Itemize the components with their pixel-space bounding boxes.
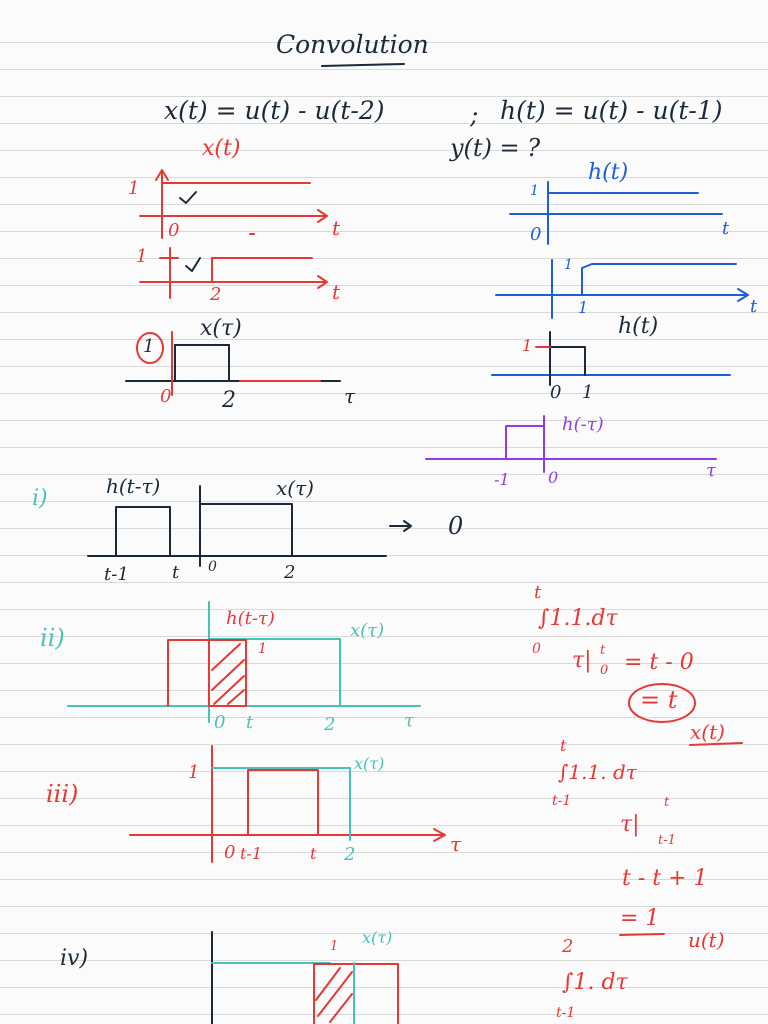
case-ii-int-lower: 0 — [532, 641, 541, 657]
h-step1-t: t — [722, 218, 730, 239]
case-ii-eval-tau: τ| — [572, 648, 592, 673]
h-pulse-mark: 1 — [582, 382, 594, 403]
x-tau-axis-label: τ — [344, 384, 356, 408]
case-ii-plot — [67, 601, 743, 746]
x-tau-two: 2 — [222, 388, 236, 413]
title-underline — [321, 63, 405, 67]
h-pulse-plot — [491, 331, 731, 386]
x-tau-pulse — [125, 344, 341, 382]
case-iv-int-lower: t-1 — [556, 1005, 576, 1021]
h-step1-plot — [509, 181, 723, 245]
x-definition: x(t) = u(t) - u(t-2) — [164, 96, 385, 125]
case-iii-tau: τ — [450, 832, 462, 856]
x-tau-zero: 0 — [160, 386, 172, 407]
case-i-t: t — [172, 562, 180, 583]
page-title: Convolution — [276, 30, 429, 59]
case-ii-one: 1 — [258, 641, 267, 657]
case-iii-int-body: ∫1.1. dτ — [558, 760, 637, 784]
h-pulse-zero: 0 — [550, 382, 562, 403]
case-ii-zero: 0 — [214, 712, 226, 733]
case-iii-t: t — [310, 844, 317, 863]
case-iii-t-minus-1: t-1 — [240, 844, 263, 863]
case-iii-eval-tau: τ| — [620, 812, 640, 837]
h-definition: h(t) = u(t) - u(t-1) — [500, 96, 723, 125]
case-ii-eval-rest: = t - 0 — [624, 650, 694, 675]
case-ii-tau: τ — [404, 710, 414, 731]
x-step2-one: 1 — [136, 246, 148, 267]
h-flip-label: h(-τ) — [562, 414, 604, 435]
case-iii-eval-upper: t — [664, 795, 670, 810]
x-step2-two: 2 — [210, 284, 222, 305]
x-step2-plot — [139, 247, 328, 299]
case-ii-side-note: x(t) — [690, 720, 725, 744]
h-flipped-plot — [425, 415, 717, 473]
x-step1-plot — [139, 169, 328, 239]
h-step1-one: 1 — [530, 183, 539, 199]
case-ii-t: t — [246, 712, 254, 733]
h-step2-one: 1 — [564, 257, 573, 273]
case-ii-result: = t — [640, 686, 678, 714]
case-iv-plot — [211, 931, 399, 1024]
case-iii-zero: 0 — [224, 842, 236, 863]
case-ii-x-label: x(τ) — [350, 620, 385, 641]
x-step2-t: t — [332, 280, 341, 304]
case-i-two: 2 — [284, 562, 296, 583]
h-step1-zero: 0 — [530, 224, 542, 245]
case-i-h-label: h(t-τ) — [106, 474, 161, 498]
h-step2-plot — [495, 259, 749, 319]
case-ii-eval-upper: t — [600, 643, 606, 658]
case-iii-two: 2 — [344, 844, 356, 865]
semicolon: ; — [470, 100, 479, 129]
h-flip-tau: τ — [706, 460, 716, 481]
y-question: y(t) = ? — [450, 134, 541, 162]
case-iii-result: = 1 — [620, 906, 660, 931]
h-step2-t: t — [750, 296, 758, 317]
h-flip-minus-one: -1 — [494, 470, 510, 489]
h-step2-mark: 1 — [578, 298, 589, 317]
h-pulse-one: 1 — [522, 336, 533, 355]
x-step1-t: t — [332, 216, 341, 240]
x-step1-zero: 0 — [168, 220, 180, 241]
case-ii-int-upper: t — [534, 582, 542, 603]
case-iv-tag: iv) — [60, 946, 89, 971]
case-iii-int-upper: t — [560, 736, 567, 755]
x-tau-one: 1 — [143, 336, 155, 357]
case-iv-x-label: x(τ) — [362, 928, 393, 947]
case-iv-int-upper: 2 — [562, 936, 574, 957]
case-ii-tag: ii) — [40, 624, 65, 652]
case-iii-one: 1 — [188, 762, 200, 783]
case-i-result: 0 — [448, 512, 464, 540]
x-step1-one: 1 — [128, 178, 140, 199]
case-iv-one: 1 — [330, 939, 339, 954]
case-ii-two: 2 — [324, 714, 336, 735]
case-i-zero: 0 — [208, 559, 217, 575]
case-iii-eval-lower: t-1 — [658, 833, 676, 848]
case-iii-plot — [129, 745, 665, 936]
case-ii-eval-lower: 0 — [600, 663, 609, 678]
h-plot-title: h(t) — [588, 160, 629, 185]
h-flip-zero: 0 — [548, 468, 559, 487]
case-iii-int-lower: t-1 — [552, 793, 572, 809]
case-iii-tag: iii) — [46, 780, 79, 808]
case-iii-expand: t - t + 1 — [622, 866, 708, 891]
case-iv-int-body: ∫1. dτ — [562, 970, 628, 995]
case-i-tag: i) — [32, 486, 48, 511]
amplitude-circle — [136, 332, 164, 364]
case-ii-int-body: ∫1.1.dτ — [538, 606, 618, 631]
case-iii-side-note: u(t) — [688, 928, 725, 952]
case-i-plot — [87, 485, 412, 567]
case-iii-x-label: x(τ) — [354, 754, 385, 773]
x-tau-label: x(τ) — [200, 316, 242, 341]
h-pulse-label: h(t) — [618, 314, 659, 339]
x-plot-title: x(t) — [202, 136, 241, 161]
case-i-t-minus-1: t-1 — [104, 564, 129, 585]
case-i-x-label: x(τ) — [276, 476, 314, 500]
case-ii-h-label: h(t-τ) — [226, 608, 275, 629]
